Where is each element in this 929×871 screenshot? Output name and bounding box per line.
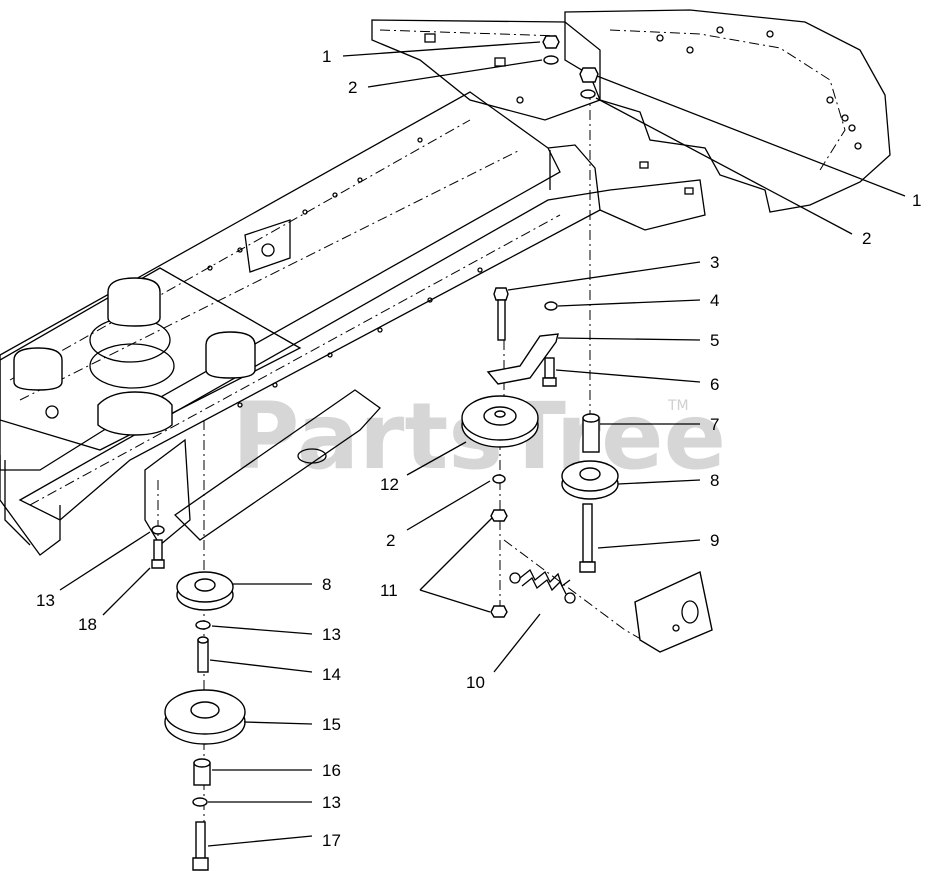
idler-pulley-icon [461, 395, 539, 448]
callout-14: 14 [322, 665, 341, 684]
callout-18: 18 [78, 615, 97, 634]
callout-10: 10 [466, 673, 485, 692]
idler-arm-icon [486, 333, 559, 385]
callout-2: 2 [862, 229, 871, 248]
callout-13: 13 [36, 591, 55, 610]
idler-pulley-icon [176, 571, 234, 611]
callout-2: 2 [348, 78, 357, 97]
extension-spring-icon [509, 568, 576, 604]
washer-icon [192, 797, 208, 807]
callout-12: 12 [380, 475, 399, 494]
callout-6: 6 [710, 375, 719, 394]
washer-icon [544, 301, 558, 311]
callout-2: 2 [386, 531, 395, 550]
callout-labels: 1 2 1 2 3 4 5 6 7 8 9 12 2 11 10 13 18 8… [36, 47, 921, 850]
washer-icon [580, 89, 596, 99]
callout-5: 5 [710, 331, 719, 350]
spacer-icon [197, 636, 209, 673]
bolt-icon [151, 539, 165, 569]
washer-icon [543, 55, 559, 65]
callout-16: 16 [322, 761, 341, 780]
nut-icon [490, 605, 508, 618]
right-idler-group [461, 35, 713, 653]
callout-8: 8 [322, 575, 331, 594]
bolt-icon [579, 503, 596, 573]
washer-icon [151, 525, 165, 535]
callout-7: 7 [710, 415, 719, 434]
callout-11: 11 [380, 581, 398, 600]
callout-13: 13 [322, 625, 341, 644]
callout-1: 1 [912, 191, 921, 210]
bolt-icon [192, 821, 209, 871]
bolt-icon [493, 287, 509, 341]
deck-mount-pads [13, 277, 256, 436]
callout-1: 1 [322, 47, 331, 66]
spacer-icon [582, 413, 600, 453]
callout-9: 9 [710, 531, 719, 550]
nut-icon [490, 509, 508, 522]
callout-8: 8 [710, 471, 719, 490]
leader-lines [59, 41, 906, 847]
nut-icon [579, 67, 599, 83]
callout-13: 13 [322, 793, 341, 812]
spring-bracket-icon [634, 570, 713, 653]
washer-icon [492, 474, 506, 484]
callout-4: 4 [710, 291, 719, 310]
washer-icon [195, 620, 211, 630]
idler-pulley-icon [561, 460, 619, 500]
callout-15: 15 [322, 715, 341, 734]
spacer-icon [193, 758, 211, 786]
watermark-tm: TM [667, 398, 689, 414]
idler-pulley-icon [164, 689, 246, 745]
left-idler-group [151, 525, 246, 871]
callout-17: 17 [322, 831, 341, 850]
bolt-icon [542, 357, 557, 387]
frame-assembly-icon [0, 9, 891, 556]
nut-icon [542, 35, 560, 49]
callout-3: 3 [710, 253, 719, 272]
